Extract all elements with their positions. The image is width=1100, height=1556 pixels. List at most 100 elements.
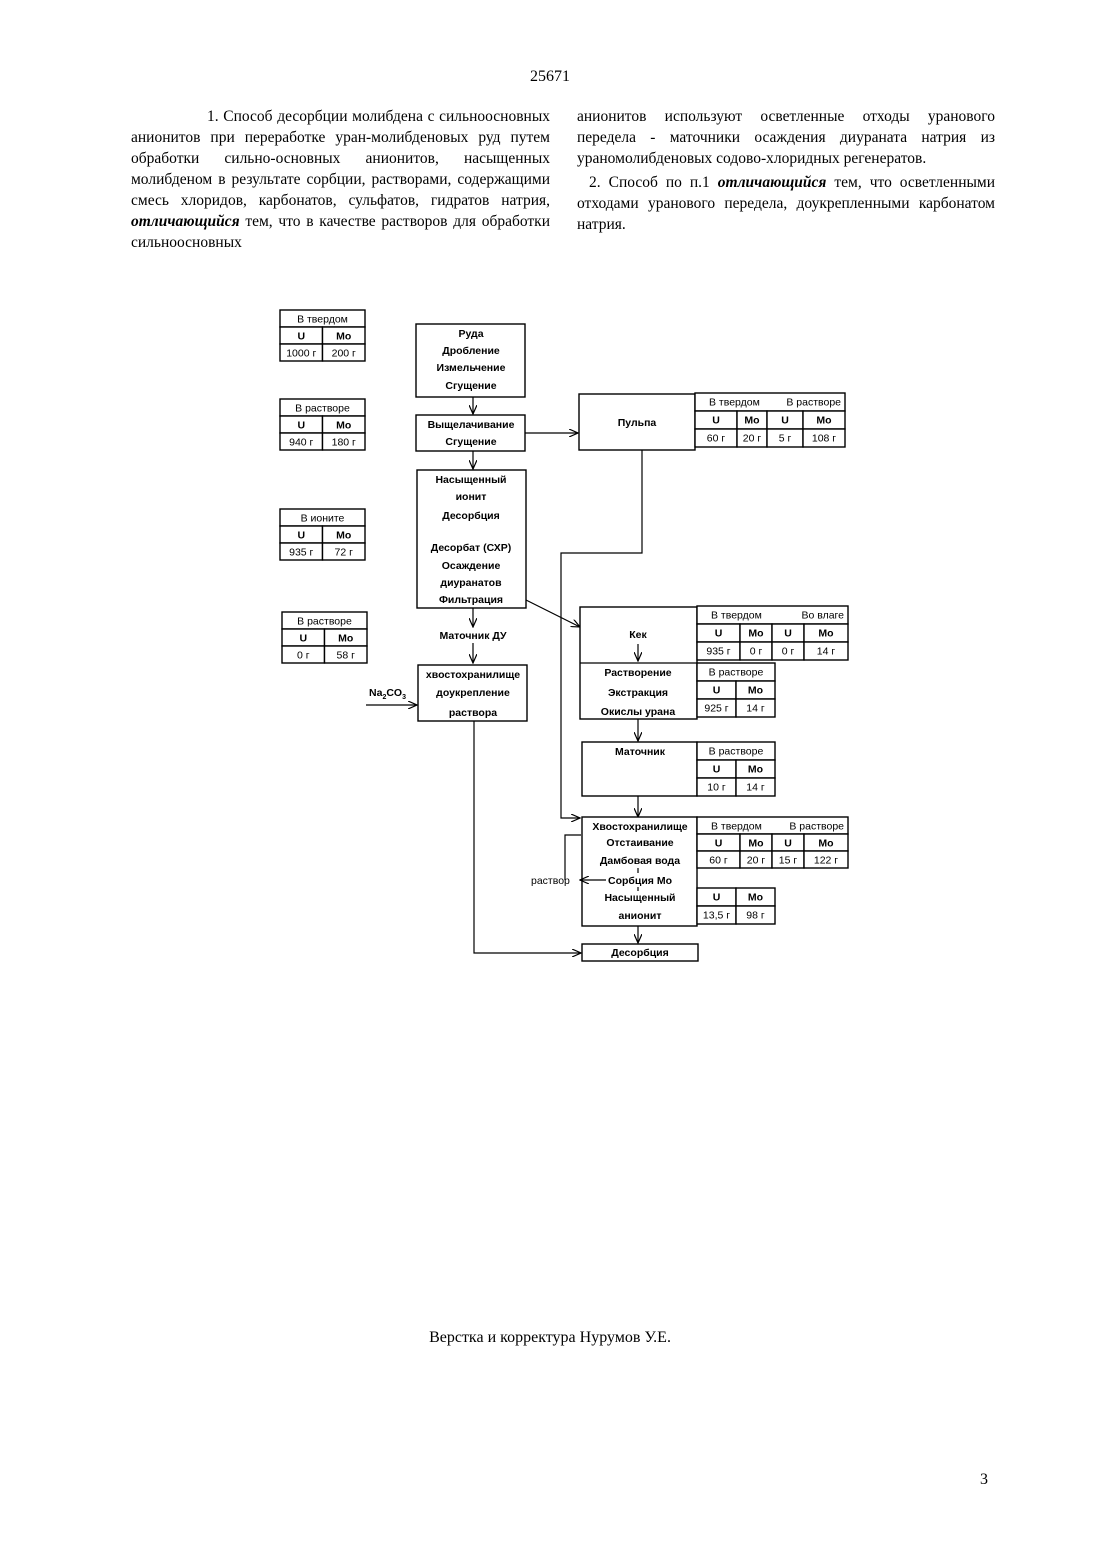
cell-value: 0 г <box>782 646 795 658</box>
column-header: U <box>713 685 721 697</box>
column-header: Mo <box>816 415 831 427</box>
cell-value: 60 г <box>707 433 726 445</box>
side-table-header: U <box>297 420 305 432</box>
group-label: В растворе <box>789 821 844 833</box>
saturated-label: Насыщенный <box>604 892 675 904</box>
cell-value: 14 г <box>817 646 836 658</box>
dam-water-label: Дамбовая вода <box>600 855 680 867</box>
uranium-oxides-label: Окислы урана <box>601 706 676 718</box>
dissolution-label: Растворение <box>604 667 671 679</box>
side-table-value: 180 г <box>332 437 356 449</box>
ionite-step-label: диуранатов <box>440 577 502 589</box>
ionite-step-label: ионит <box>456 491 487 503</box>
side-table-title: В растворе <box>295 403 350 415</box>
side-table-header: Mo <box>336 530 351 542</box>
na2co3-label: Na2CO3 <box>369 687 406 701</box>
solution-loop-label: раствор <box>531 875 570 887</box>
side-table-title: В ионите <box>301 513 345 525</box>
side-balance-table: В раствореU Mo 0 г 58 г <box>282 612 367 663</box>
cell-value: 108 г <box>812 433 836 445</box>
column-header: Mo <box>818 628 833 640</box>
thickening-label: Сгущение <box>445 380 496 392</box>
cell-value: 13,5 г <box>703 910 730 922</box>
column-header: U <box>713 892 721 904</box>
cell-value: 5 г <box>779 433 792 445</box>
tailings2-label: Хвостохранилище <box>592 821 687 833</box>
ionite-step-label: Фильтрация <box>439 594 503 606</box>
side-table-header: U <box>297 331 305 343</box>
desorption-label: Десорбция <box>611 947 669 959</box>
side-table-title: В твердом <box>297 314 348 326</box>
side-table-value: 940 г <box>289 437 313 449</box>
side-table-header: Mo <box>336 420 351 432</box>
mo-sorption-label: Сорбция Mo <box>608 875 672 887</box>
side-balance-table: В ионитеU Mo 935 г 72 г <box>280 509 365 560</box>
cake-label: Кек <box>629 629 647 641</box>
cell-value: 60 г <box>709 855 728 867</box>
column-header: Mo <box>748 838 763 850</box>
group-label: В твердом <box>709 397 760 409</box>
cell-value: 14 г <box>746 782 765 794</box>
ore-label: Руда <box>458 328 483 340</box>
column-header: Mo <box>748 764 763 776</box>
cell-value: 20 г <box>743 433 762 445</box>
side-table-value: 200 г <box>332 348 356 360</box>
group-label: В твердом <box>711 610 762 622</box>
table-title: В растворе <box>709 667 764 679</box>
column-header: Mo <box>748 685 763 697</box>
grinding-label: Измельчение <box>437 362 506 374</box>
side-balance-table: В твердомU Mo 1000 г 200 г <box>280 310 365 361</box>
side-table-header: U <box>297 530 305 542</box>
pulp-label: Пульпа <box>618 417 657 429</box>
leaching-label: Выщелачивание <box>428 419 515 431</box>
group-label: Во влаге <box>801 610 844 622</box>
table-title: В растворе <box>709 746 764 758</box>
side-balance-table: В раствореU Mo 940 г 180 г <box>280 399 365 450</box>
column-header: Mo <box>818 838 833 850</box>
column-header: U <box>781 415 789 427</box>
column-header: U <box>715 838 723 850</box>
column-header: U <box>784 838 792 850</box>
column-header: Mo <box>748 892 763 904</box>
cell-value: 15 г <box>779 855 798 867</box>
side-table-value: 0 г <box>297 650 310 662</box>
cell-value: 98 г <box>746 910 765 922</box>
group-label: В растворе <box>786 397 841 409</box>
ionite-step-label: Десорбция <box>442 510 500 522</box>
side-table-value: 72 г <box>335 547 354 559</box>
side-table-header: U <box>299 633 307 645</box>
mother-label: Маточник <box>615 746 666 758</box>
page-number: 3 <box>980 1469 988 1490</box>
side-table-value: 1000 г <box>286 348 316 360</box>
thickening2-label: Сгущение <box>445 436 496 448</box>
cell-value: 14 г <box>746 703 765 715</box>
crushing-label: Дробление <box>442 345 500 357</box>
column-header: U <box>713 764 721 776</box>
column-header: U <box>712 415 720 427</box>
anionite-label: анионит <box>619 910 662 922</box>
mother-du-label: Маточник ДУ <box>439 630 507 642</box>
ionite-step-label: Насыщенный <box>435 474 506 486</box>
cell-value: 10 г <box>707 782 726 794</box>
ionite-step-label: Осаждение <box>442 560 501 572</box>
side-table-header: Mo <box>338 633 353 645</box>
cell-value: 925 г <box>704 703 728 715</box>
column-header: U <box>784 628 792 640</box>
extraction-label: Экстракция <box>608 687 668 699</box>
side-table-value: 935 г <box>289 547 313 559</box>
tailing-label: хвостохранилище <box>426 669 520 681</box>
side-table-header: Mo <box>336 331 351 343</box>
cell-value: 0 г <box>750 646 763 658</box>
side-table-title: В растворе <box>297 616 352 628</box>
footer-credit: Верстка и корректура Нурумов У.Е. <box>0 1327 1100 1348</box>
ionite-step-label: Десорбат (СХР) <box>431 542 512 554</box>
side-table-value: 58 г <box>337 650 356 662</box>
settling-label: Отстаивание <box>606 837 673 849</box>
cell-value: 935 г <box>706 646 730 658</box>
strengthening-label: доукрепление <box>436 687 510 699</box>
column-header: Mo <box>748 628 763 640</box>
column-header: Mo <box>744 415 759 427</box>
cell-value: 122 г <box>814 855 838 867</box>
column-header: U <box>715 628 723 640</box>
